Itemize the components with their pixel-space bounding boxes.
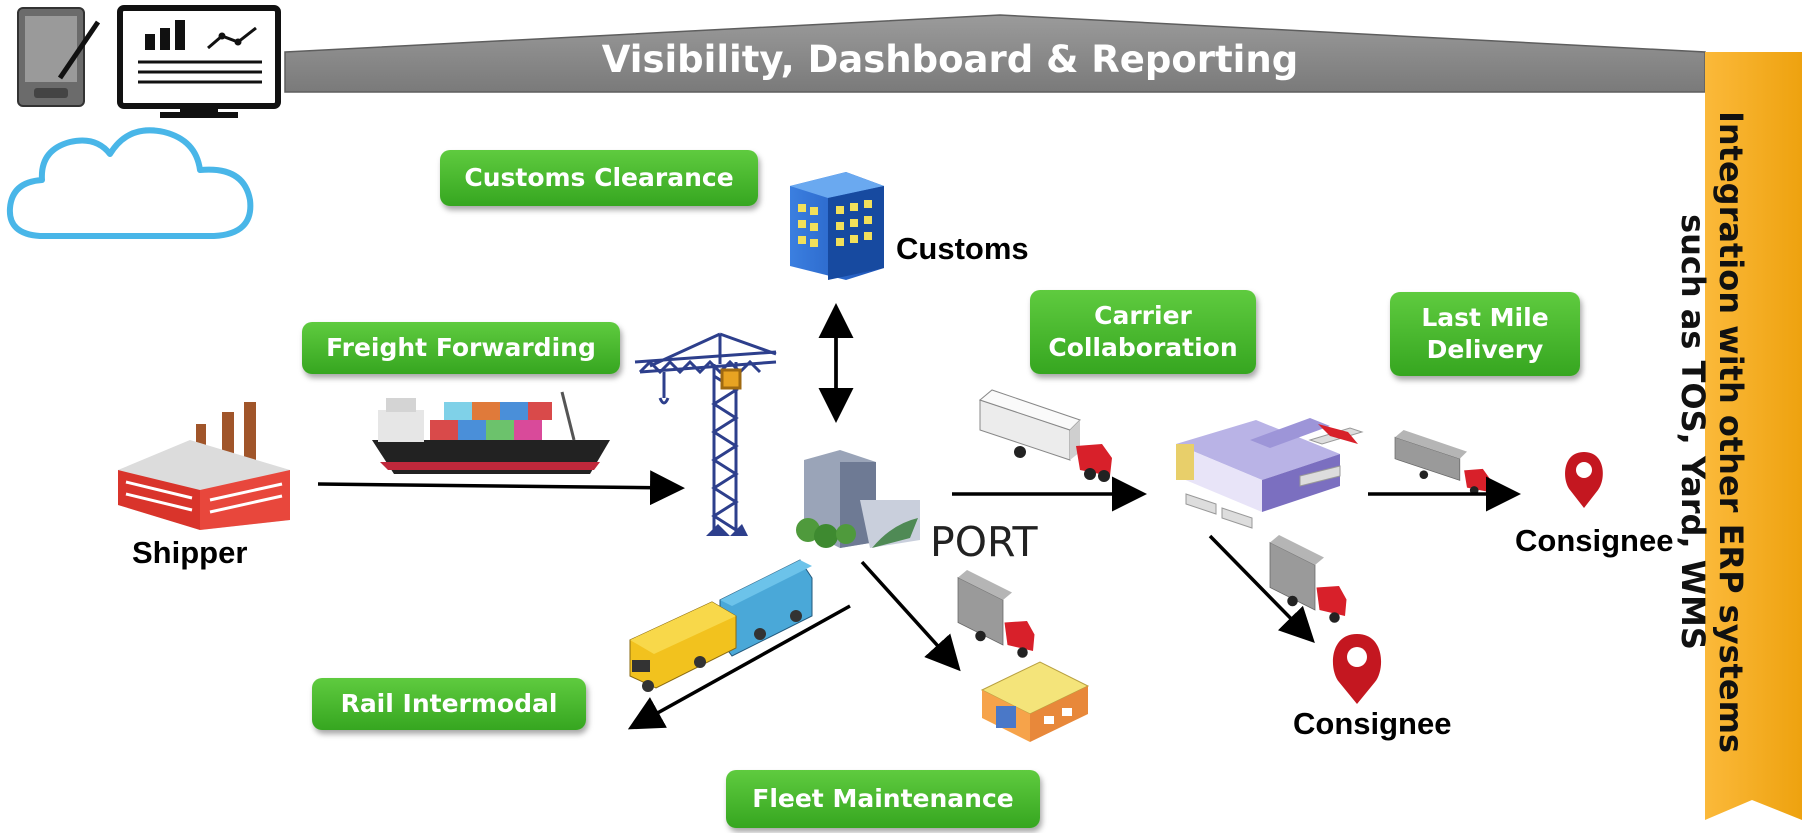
- customs-label: Customs: [896, 231, 1029, 266]
- fleet-maintenance-pill: Fleet Maintenance: [726, 770, 1040, 828]
- truck-icon: [978, 389, 1112, 482]
- shipper-label: Shipper: [132, 535, 248, 570]
- cloud-icon: [6, 127, 254, 239]
- crane-icon: [634, 332, 777, 536]
- customs-clearance-pill: Customs Clearance: [440, 150, 758, 206]
- carrier-collaboration-pill: Carrier Collaboration: [1030, 290, 1256, 374]
- shipper-to-port-arrow: [317, 470, 685, 506]
- factory-icon: [118, 402, 290, 530]
- freight-forwarding-pill: Freight Forwarding: [302, 322, 620, 374]
- warehouse-to-consignee-bottom-arrow: [1208, 534, 1315, 643]
- truck-icon: [1269, 535, 1347, 623]
- last-mile-delivery-pill: Last Mile Delivery: [1390, 292, 1580, 376]
- consignee-right-label: Consignee: [1515, 523, 1674, 558]
- customs-building-icon: [790, 172, 884, 280]
- location-pin-icon: [1565, 452, 1603, 508]
- integration-label: Integration with other ERP systems such …: [1674, 110, 1750, 753]
- port-to-rail-arrow: [627, 604, 851, 730]
- port-label: PORT: [930, 518, 1038, 566]
- banner-title: Visibility, Dashboard & Reporting: [601, 38, 1299, 81]
- warehouse-icon: [1176, 418, 1364, 529]
- truck-icon: [1394, 430, 1491, 495]
- ship-icon: [372, 391, 610, 474]
- location-pin-icon: [1332, 634, 1382, 704]
- consignee-bottom-label: Consignee: [1293, 706, 1452, 741]
- port-building-icon: [796, 450, 920, 548]
- depot-icon: [980, 661, 1090, 742]
- rail-intermodal-pill: Rail Intermodal: [312, 678, 586, 730]
- port-to-depot-arrow: [860, 560, 961, 672]
- truck-icon: [957, 570, 1035, 658]
- integration-bar: [1705, 52, 1802, 820]
- monitor-chart-icon: [117, 5, 281, 118]
- train-icon: [629, 559, 813, 692]
- tablet-icon: [17, 7, 101, 107]
